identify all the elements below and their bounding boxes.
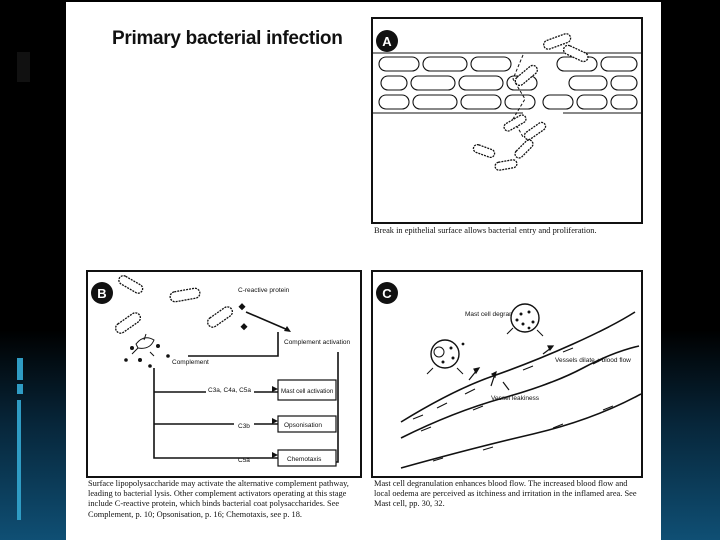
mast-cell-degranulation-label: Mast cell degranulation bbox=[465, 311, 532, 318]
panel-a: A bbox=[371, 17, 643, 224]
side-accent-bar bbox=[17, 52, 30, 82]
panel-b-letter: B bbox=[97, 286, 106, 301]
panel-a-letter-badge bbox=[376, 30, 398, 52]
mast-cell-activation-label: Mast cell activation bbox=[281, 388, 334, 395]
blood-vessel-walls bbox=[400, 311, 642, 469]
lysed-bacterium bbox=[131, 333, 155, 357]
mast-cell-group bbox=[426, 303, 544, 375]
c-reactive-protein-label: C-reactive protein bbox=[238, 287, 290, 294]
panel-b-diagram: B C-reactive protein Complement Compleme… bbox=[91, 275, 350, 467]
panel-c: C Mast cell degranulation Vessels dilate… bbox=[371, 270, 643, 478]
side-accent-cyan bbox=[17, 384, 23, 394]
vessel-leakiness-label: Vessel leakiness bbox=[491, 395, 540, 402]
pathway-arrows bbox=[153, 311, 339, 463]
panel-a-diagram: A bbox=[373, 30, 641, 171]
panel-a-letter: A bbox=[382, 34, 392, 49]
panel-b-caption: Surface lipopolysaccharide may activate … bbox=[88, 479, 349, 519]
panel-c-letter: C bbox=[382, 286, 392, 301]
bacteria-group bbox=[472, 33, 589, 171]
side-accent-cyan bbox=[17, 358, 23, 380]
complement-activation-label: Complement activation bbox=[284, 339, 350, 346]
bacteria-group bbox=[114, 275, 234, 334]
opsonisation-label: Opsonisation bbox=[284, 422, 322, 429]
side-accent-cyan bbox=[17, 400, 21, 520]
vessels-dilate-label: Vessels dilate ↑ blood flow bbox=[555, 357, 631, 364]
panel-b: B C-reactive protein Complement Compleme… bbox=[86, 270, 362, 478]
c5a-label: C5a bbox=[238, 457, 250, 464]
panel-b-letter-badge bbox=[91, 282, 113, 304]
panel-c-letter-badge bbox=[376, 282, 398, 304]
epithelial-layer bbox=[373, 52, 641, 114]
arrows bbox=[468, 345, 555, 391]
page-title: Primary bacterial infection bbox=[112, 28, 343, 49]
c3a-c4a-c5a-label: C3a, C4a, C5a bbox=[208, 387, 251, 394]
c3b-label: C3b bbox=[238, 423, 250, 430]
chemotaxis-label: Chemotaxis bbox=[287, 456, 322, 463]
panel-c-diagram: C Mast cell degranulation Vessels dilate… bbox=[376, 282, 642, 469]
complement-label: Complement bbox=[172, 359, 209, 366]
panel-a-caption: Break in epithelial surface allows bacte… bbox=[374, 226, 597, 235]
mast-cell-activation-box bbox=[277, 379, 337, 401]
arrowheads bbox=[272, 326, 291, 458]
panel-c-caption: Mast cell degranulation enhances blood f… bbox=[374, 479, 637, 509]
vessel-cell-outlines bbox=[412, 326, 614, 462]
